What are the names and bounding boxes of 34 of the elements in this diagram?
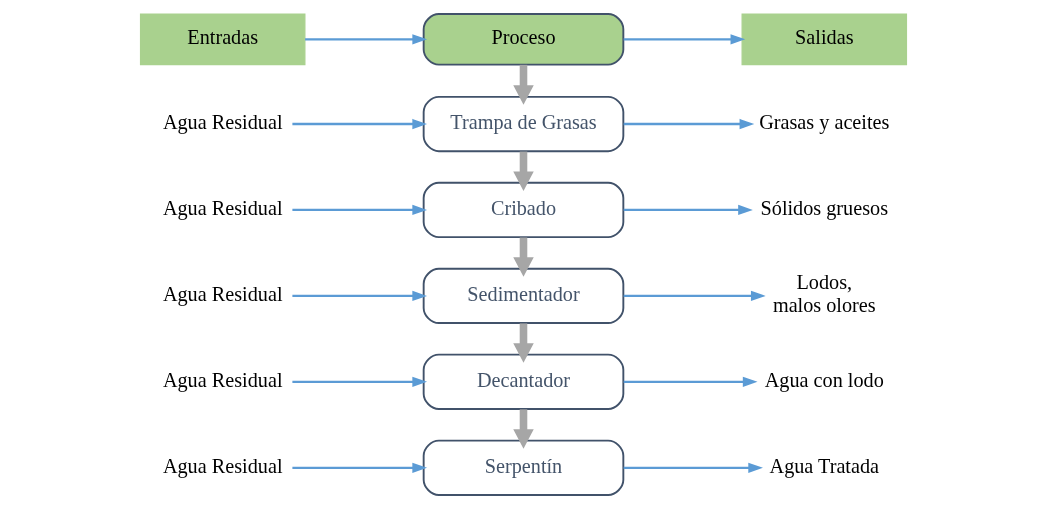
arrow	[513, 237, 534, 277]
arrow	[623, 204, 753, 215]
node-box: Proceso	[422, 12, 625, 66]
arrow	[623, 118, 755, 129]
arrow	[292, 290, 428, 301]
node-box: Serpentín	[422, 439, 625, 496]
node-box: Sedimentador	[422, 267, 625, 324]
node-text: Agua Residual	[162, 110, 283, 133]
arrow	[623, 462, 763, 473]
arrow	[292, 204, 428, 215]
node-text: Agua Residual	[162, 454, 283, 477]
node-box: Entradas	[139, 12, 306, 65]
node-box: Salidas	[741, 12, 908, 65]
node-text: Grasas y aceites	[759, 110, 890, 133]
node-text: Sólidos gruesos	[760, 196, 889, 219]
node-text: Agua con lodo	[764, 368, 884, 391]
arrow	[292, 462, 428, 473]
node-text: Agua Residual	[162, 282, 283, 305]
node-box: Decantador	[422, 353, 625, 410]
arrow	[292, 118, 428, 129]
node-text: Agua Tratada	[769, 454, 880, 477]
node-text: Agua Residual	[162, 368, 283, 391]
arrow	[513, 322, 534, 363]
arrow	[623, 33, 746, 44]
node-text: Agua Residual	[162, 196, 283, 219]
node-box: Trampa de Grasas	[422, 95, 625, 152]
node-text: Lodos, malos olores	[772, 270, 876, 316]
arrow	[513, 64, 534, 105]
arrow	[623, 290, 766, 301]
arrow	[623, 376, 758, 387]
arrow	[292, 376, 428, 387]
arrow	[513, 408, 534, 449]
arrow	[305, 33, 428, 44]
node-box: Cribado	[422, 181, 625, 238]
